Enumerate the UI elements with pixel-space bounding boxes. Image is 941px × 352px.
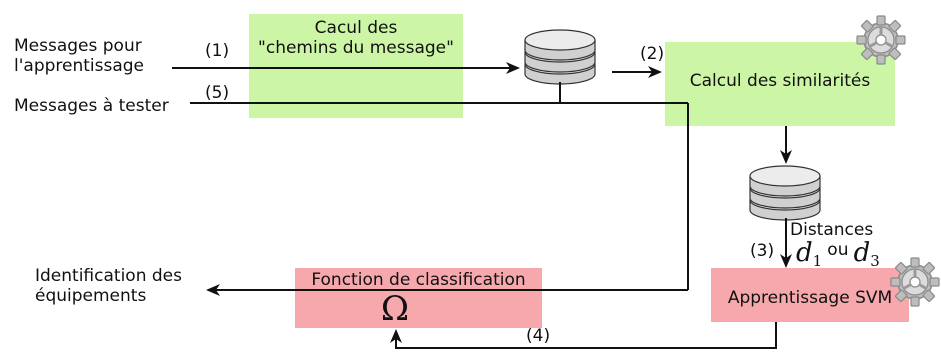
similarities-box [665,42,895,126]
learning-messages-line1: Messages pour [14,36,142,56]
paths-box [249,14,463,118]
identification-line1: Identification des [35,266,182,286]
step-1-label: (1) [205,41,230,61]
test-messages-label: Messages à tester [14,96,169,116]
learning-messages-label: Messages pour l'apprentissage [14,36,144,76]
distances-or: ou [827,240,849,260]
step-4-label: (4) [526,326,551,346]
distances-label: Distances [790,220,874,240]
gear-icon [855,14,907,66]
distance-d1: d1 [796,238,823,270]
paths-box-line2: "chemins du message" [258,38,454,58]
distance-d3: d3 [853,238,880,270]
step-3-label: (3) [750,241,775,261]
classification-box-label: Fonction de classification [311,270,526,290]
paths-box-line1: Cacul des [314,18,398,38]
svm-box [711,268,909,322]
database-icon [749,165,821,221]
database-icon [524,29,596,85]
step-2-label: (2) [640,44,665,64]
identification-line2: équipements [35,286,147,306]
distances-formula: d1 ou d3 [796,238,880,270]
svm-box-label: Apprentissage SVM [727,288,893,308]
omega-symbol: Ω [380,289,410,329]
classification-box [295,268,542,328]
similarities-box-label: Calcul des similarités [689,71,871,91]
identification-output-label: Identification des équipements [35,266,182,306]
learning-messages-line2: l'apprentissage [14,56,145,76]
arrow-svm-to-classification [390,322,777,349]
step-5-label: (5) [205,83,230,103]
paths-box-label: Cacul des "chemins du message" [249,18,463,58]
